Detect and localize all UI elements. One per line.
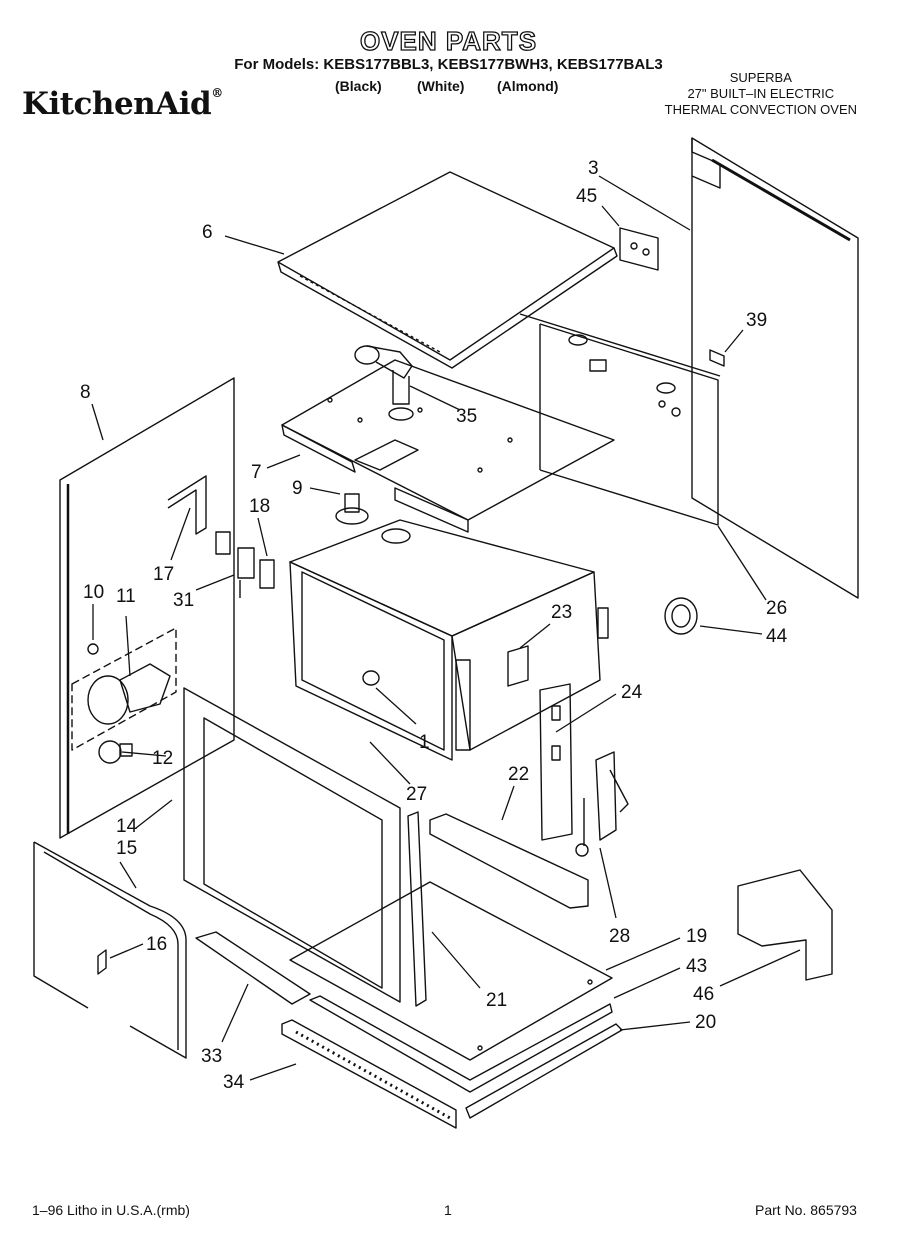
product-line-1: 27" BUILT–IN ELECTRIC — [687, 86, 835, 101]
part-label-3: 3 — [588, 158, 599, 179]
brand-logo: KitchenAid® — [22, 86, 223, 122]
part-label-31: 31 — [173, 590, 194, 611]
part-label-9: 9 — [292, 478, 303, 499]
part-oven-top-plate — [281, 359, 615, 533]
models-line: For Models: KEBS177BBL3, KEBS177BWH3, KE… — [234, 56, 663, 73]
part-label-15: 15 — [116, 838, 137, 859]
part-plug-1 — [362, 670, 380, 686]
part-label-35: 35 — [456, 406, 477, 427]
part-bottom-43 — [309, 995, 613, 1093]
part-label-18: 18 — [249, 496, 270, 517]
part-hinge-28 — [575, 751, 629, 857]
part-trim-21 — [407, 811, 427, 1007]
color-black: (Black) — [335, 78, 382, 94]
part-clip-16 — [97, 949, 107, 975]
part-label-14: 14 — [116, 816, 138, 837]
part-label-17: 17 — [153, 564, 174, 585]
part-hinge-receiver-24 — [539, 683, 573, 841]
part-number-labels: 1 3 6 7 8 9 10 11 12 14 15 16 17 18 19 2… — [80, 158, 788, 1093]
part-label-8: 8 — [80, 382, 91, 403]
part-label-6: 6 — [202, 222, 213, 243]
part-label-45: 45 — [576, 186, 597, 207]
part-label-16: 16 — [146, 934, 167, 955]
part-label-46: 46 — [693, 984, 714, 1005]
part-thermostat-9 — [335, 493, 369, 525]
part-label-19: 19 — [686, 926, 707, 947]
part-vent-tube — [354, 345, 414, 421]
part-label-12: 12 — [152, 748, 173, 769]
part-switch-18 — [215, 531, 275, 589]
part-back-panel — [519, 313, 721, 526]
part-label-23: 23 — [551, 602, 572, 623]
part-left-side-panel — [59, 377, 235, 839]
part-label-26: 26 — [766, 598, 787, 619]
part-light-assembly — [71, 627, 177, 764]
part-top-panel — [277, 171, 618, 369]
part-rail-22 — [429, 813, 589, 909]
part-door-gasket — [33, 841, 187, 1059]
part-label-27: 27 — [406, 784, 427, 805]
part-number: Part No. 865793 — [755, 1202, 857, 1218]
brand-name: KitchenAid — [22, 86, 212, 122]
part-label-24: 24 — [621, 682, 643, 703]
part-grommet-44 — [664, 597, 698, 635]
part-plate-23 — [507, 645, 529, 687]
part-bracket-17 — [167, 475, 207, 535]
part-label-34: 34 — [223, 1072, 245, 1093]
part-label-44: 44 — [766, 626, 788, 647]
brand-registered-mark: ® — [211, 86, 223, 100]
color-white: (White) — [417, 78, 465, 94]
part-rail-20 — [465, 1023, 623, 1119]
product-line-2: THERMAL CONVECTION OVEN — [664, 102, 857, 117]
part-label-11: 11 — [116, 586, 136, 607]
part-bracket-45 — [619, 227, 659, 271]
part-label-22: 22 — [508, 764, 529, 785]
part-bracket-46 — [737, 869, 833, 981]
part-label-43: 43 — [686, 956, 707, 977]
part-bottom-19 — [289, 881, 613, 1061]
page-number: 1 — [444, 1202, 452, 1218]
leader-lines — [91, 175, 801, 1081]
part-label-21: 21 — [486, 990, 507, 1011]
part-label-28: 28 — [609, 926, 630, 947]
print-info: 1–96 Litho in U.S.A.(rmb) — [32, 1202, 190, 1218]
part-label-39: 39 — [746, 310, 767, 331]
part-vent-33 — [195, 931, 311, 1005]
product-description: SUPERBA 27" BUILT–IN ELECTRIC THERMAL CO… — [665, 70, 857, 118]
part-label-7: 7 — [251, 462, 262, 483]
part-door-frame — [183, 687, 401, 1003]
part-right-side-panel — [691, 137, 859, 599]
part-switch-31 — [237, 547, 255, 598]
part-label-20: 20 — [695, 1012, 716, 1033]
page-title: OVEN PARTS — [359, 25, 538, 56]
part-oven-cavity — [289, 519, 609, 761]
part-clip-39 — [709, 349, 725, 367]
part-label-1: 1 — [419, 732, 430, 753]
part-label-33: 33 — [201, 1046, 222, 1067]
series-name: SUPERBA — [729, 70, 792, 85]
part-front-trim-34 — [281, 1019, 457, 1129]
part-label-10: 10 — [83, 582, 104, 603]
color-almond: (Almond) — [497, 78, 559, 94]
